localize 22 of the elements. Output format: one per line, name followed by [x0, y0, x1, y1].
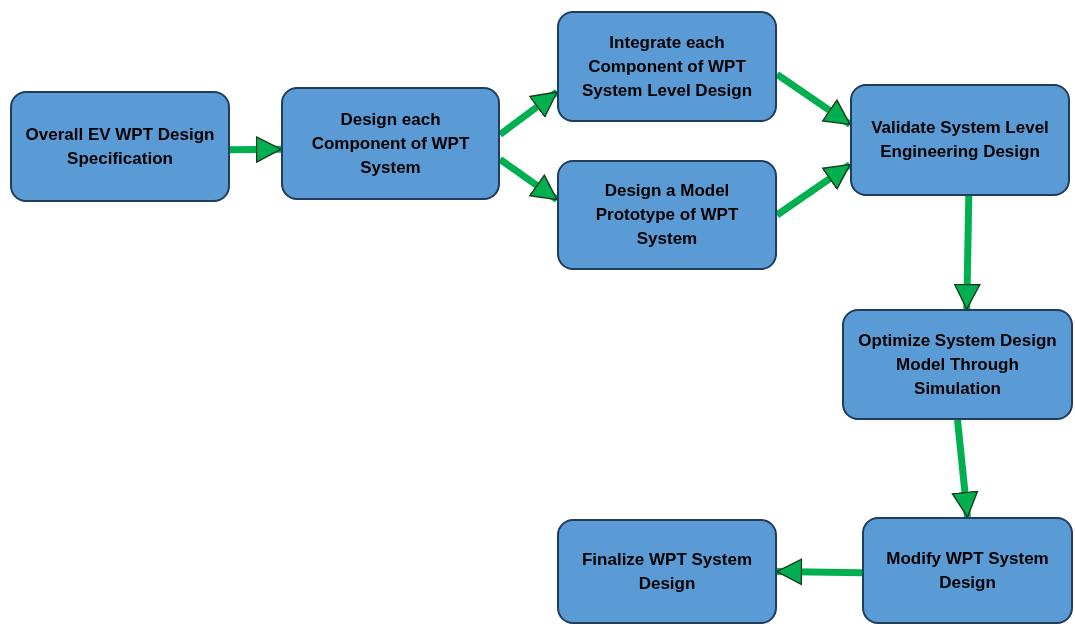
box-label: Design each Component of WPT System: [310, 108, 471, 179]
box-label: Validate System Level Engineering Design: [870, 117, 1050, 163]
process-box: [862, 517, 1073, 624]
arrow: [776, 558, 863, 586]
arrow: [951, 419, 979, 518]
arrow: [775, 71, 852, 128]
process-box: [281, 87, 500, 200]
box-label: Design a Model Prototype of WPT System: [594, 180, 740, 250]
box-label: Finalize WPT System Design: [580, 548, 753, 595]
process-box: [10, 91, 230, 202]
arrow: [775, 161, 852, 218]
process-box: [557, 11, 777, 122]
box-label: Modify WPT System Design: [885, 547, 1050, 594]
process-box: [557, 519, 777, 624]
arrow: [229, 136, 282, 163]
process-box: [557, 160, 777, 270]
process-box: [850, 84, 1070, 196]
process-box: [842, 309, 1073, 420]
box-label: Optimize System Design Model Through Simulation: [857, 329, 1058, 400]
box-label: Integrate each Component of WPT System Level Design: [580, 31, 754, 102]
box-label: Overall EV WPT Design Specification: [24, 123, 216, 170]
arrow: [953, 195, 981, 310]
